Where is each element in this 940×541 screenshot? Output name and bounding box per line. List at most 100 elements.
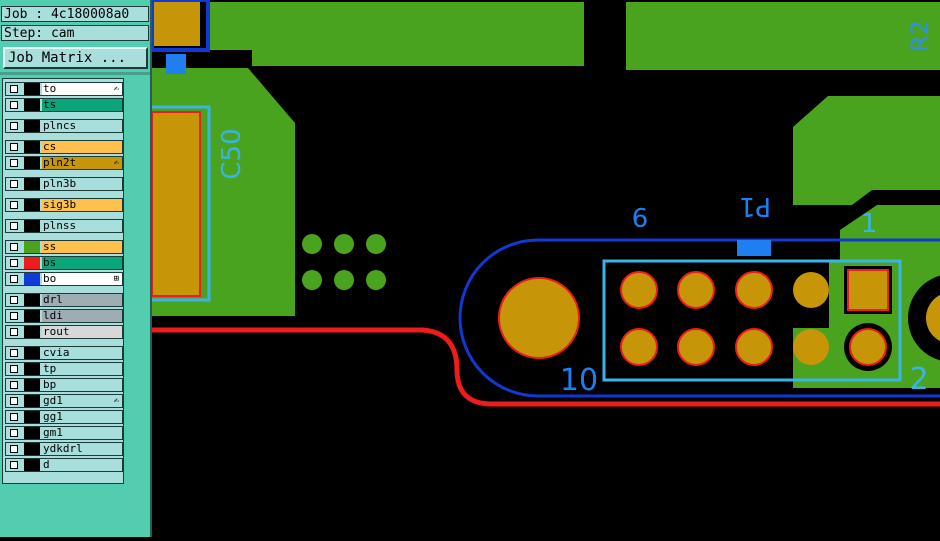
layer-color-swatch[interactable] <box>24 310 40 322</box>
job-matrix-button[interactable]: Job Matrix ... <box>3 47 148 69</box>
layer-name[interactable]: cvia <box>42 347 122 359</box>
layer-name[interactable]: ldi <box>42 310 122 322</box>
layer-color-swatch[interactable] <box>24 99 40 111</box>
layer-name[interactable]: ts <box>42 99 122 111</box>
layer-row-gm1[interactable]: gm1 <box>5 426 123 440</box>
layer-color-swatch[interactable] <box>24 257 40 269</box>
layer-checkbox[interactable] <box>10 296 18 304</box>
layer-row-d[interactable]: d <box>5 458 123 472</box>
layer-checkbox[interactable] <box>10 159 18 167</box>
edit-hand-icon: ✍ <box>113 396 119 406</box>
layer-checkbox[interactable] <box>10 413 18 421</box>
layer-checkbox[interactable] <box>10 143 18 151</box>
layer-row-tp[interactable]: tp <box>5 362 123 376</box>
layer-row-rout[interactable]: rout <box>5 325 123 339</box>
layer-checkbox[interactable] <box>10 312 18 320</box>
layer-checkbox[interactable] <box>10 365 18 373</box>
header-silkscreen <box>602 259 902 382</box>
layer-row-gg1[interactable]: gg1 <box>5 410 123 424</box>
layer-name[interactable]: tp <box>42 363 122 375</box>
layer-row-cvia[interactable]: cvia <box>5 346 123 360</box>
layer-color-swatch[interactable] <box>24 141 40 153</box>
via <box>334 270 354 290</box>
layer-color-swatch[interactable] <box>24 395 40 407</box>
layer-name[interactable]: bo⊞ <box>42 273 122 285</box>
layer-name[interactable]: plncs <box>42 120 122 132</box>
layer-row-ldi[interactable]: ldi <box>5 309 123 323</box>
layer-name[interactable]: cs <box>42 141 122 153</box>
layer-color-swatch[interactable] <box>24 347 40 359</box>
layer-row-cs[interactable]: cs <box>5 140 123 154</box>
layer-checkbox[interactable] <box>10 222 18 230</box>
layer-checkbox[interactable] <box>10 180 18 188</box>
layer-checkbox[interactable] <box>10 122 18 130</box>
layer-row-gd1[interactable]: gd1✍ <box>5 394 123 408</box>
layer-checkbox[interactable] <box>10 461 18 469</box>
layer-checkbox[interactable] <box>10 259 18 267</box>
layer-name[interactable]: rout <box>42 326 122 338</box>
via <box>366 270 386 290</box>
layer-name[interactable]: bs <box>42 257 122 269</box>
layer-checkbox[interactable] <box>10 85 18 93</box>
layer-row-plncs[interactable]: plncs <box>5 119 123 133</box>
layer-checkbox[interactable] <box>10 397 18 405</box>
layer-color-swatch[interactable] <box>24 411 40 423</box>
layer-name[interactable]: bp <box>42 379 122 391</box>
pin-pad <box>620 328 658 366</box>
layer-checkbox[interactable] <box>10 328 18 336</box>
layer-name[interactable]: d <box>42 459 122 471</box>
layer-checkbox[interactable] <box>10 349 18 357</box>
layer-color-swatch[interactable] <box>24 199 40 211</box>
layer-row-plnss[interactable]: plnss <box>5 219 123 233</box>
edge-label: R2 <box>906 20 934 52</box>
layer-name[interactable]: plnss <box>42 220 122 232</box>
pcb-drawing[interactable]: C50 <box>146 0 940 537</box>
layer-row-ss[interactable]: ss <box>5 240 123 254</box>
layer-color-swatch[interactable] <box>24 120 40 132</box>
layer-color-swatch[interactable] <box>24 427 40 439</box>
layer-name[interactable]: gg1 <box>42 411 122 423</box>
layer-name[interactable]: ydkdrl <box>42 443 122 455</box>
layer-color-swatch[interactable] <box>24 157 40 169</box>
layer-name[interactable]: gd1✍ <box>42 395 122 407</box>
layer-color-swatch[interactable] <box>24 83 40 95</box>
layer-checkbox[interactable] <box>10 275 18 283</box>
layer-name[interactable]: pln2t✍ <box>42 157 122 169</box>
layer-checkbox[interactable] <box>10 243 18 251</box>
layer-color-swatch[interactable] <box>24 220 40 232</box>
layer-checkbox[interactable] <box>10 201 18 209</box>
layer-row-pln3b[interactable]: pln3b <box>5 177 123 191</box>
edit-hand-icon: ✍ <box>113 84 119 94</box>
layer-color-swatch[interactable] <box>24 459 40 471</box>
layer-color-swatch[interactable] <box>24 443 40 455</box>
layer-checkbox[interactable] <box>10 381 18 389</box>
layer-color-swatch[interactable] <box>24 273 40 285</box>
layer-color-swatch[interactable] <box>24 178 40 190</box>
layer-name[interactable]: to✍ <box>42 83 122 95</box>
layer-name[interactable]: ss <box>42 241 122 253</box>
layer-color-swatch[interactable] <box>24 241 40 253</box>
layer-row-ts[interactable]: ts <box>5 98 123 112</box>
layer-name[interactable]: sig3b <box>42 199 122 211</box>
layer-row-bs[interactable]: bs <box>5 256 123 270</box>
layer-color-swatch[interactable] <box>24 379 40 391</box>
layer-row-bp[interactable]: bp <box>5 378 123 392</box>
layer-row-ydkdrl[interactable]: ydkdrl <box>5 442 123 456</box>
layer-checkbox[interactable] <box>10 101 18 109</box>
layer-checkbox[interactable] <box>10 429 18 437</box>
p1-marker <box>737 240 771 256</box>
layer-checkbox[interactable] <box>10 445 18 453</box>
layer-color-swatch[interactable] <box>24 326 40 338</box>
layer-name[interactable]: pln3b <box>42 178 122 190</box>
layer-row-sig3b[interactable]: sig3b <box>5 198 123 212</box>
layer-color-swatch[interactable] <box>24 363 40 375</box>
layer-name[interactable]: drl <box>42 294 122 306</box>
pcb-canvas[interactable]: C50 <box>146 0 940 537</box>
layer-row-drl[interactable]: drl <box>5 293 123 307</box>
layer-row-pln2t[interactable]: pln2t✍ <box>5 156 123 170</box>
layer-row-to[interactable]: to✍ <box>5 82 123 96</box>
layer-row-bo[interactable]: bo⊞ <box>5 272 123 286</box>
layer-color-swatch[interactable] <box>24 294 40 306</box>
c50-pad-outline <box>151 111 201 297</box>
layer-name[interactable]: gm1 <box>42 427 122 439</box>
